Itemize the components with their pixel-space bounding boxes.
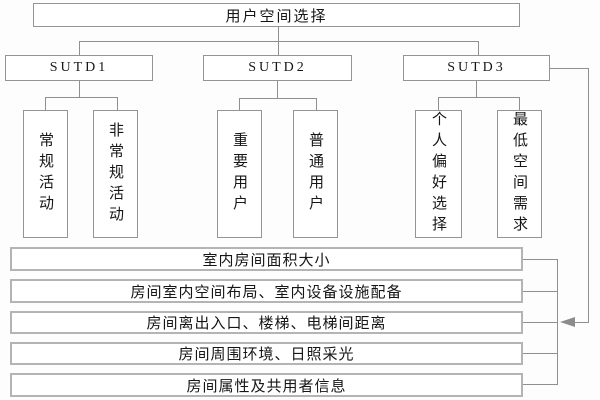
node-room-layout-facilities: 房间室内空间布局、室内设备设施配备	[10, 279, 523, 303]
connector-stub-sutd3	[478, 41, 479, 55]
connector-sutd1-branch	[45, 97, 117, 98]
connector-sutd2-child2	[316, 98, 317, 110]
connector-attr5-right	[523, 384, 558, 385]
node-regular-activities: 常规活动	[23, 110, 68, 238]
node-sutd2: SUTD2	[203, 55, 352, 81]
node-irregular-activities-label: 非常规活动	[107, 121, 125, 227]
node-user-space-selection-label: 用户空间选择	[225, 6, 328, 25]
connector-sutd1-child2	[117, 97, 118, 110]
node-room-area-label: 室内房间面积大小	[202, 250, 331, 269]
connector-stub-sutd1	[79, 41, 80, 55]
connector-sutd3-child1	[438, 97, 439, 110]
node-sutd1: SUTD1	[5, 55, 153, 81]
node-irregular-activities: 非常规活动	[93, 110, 138, 238]
node-important-users: 重要用户	[217, 110, 262, 238]
connector-attr1-right	[523, 259, 558, 260]
node-minimum-space-label: 最低空间需求	[511, 111, 529, 237]
node-sutd2-label: SUTD2	[248, 60, 307, 75]
connector-sutd2-down	[277, 81, 278, 98]
node-room-environment: 房间周围环境、日照采光	[10, 342, 523, 365]
connector-sutd2-branch	[239, 98, 316, 99]
connector-sutd2-child1	[239, 98, 240, 110]
connector-branch-top	[79, 41, 479, 42]
node-room-attributes-sharers-label: 房间属性及共用者信息	[186, 376, 347, 395]
node-room-distance: 房间离出入口、楼梯、电梯间距离	[10, 311, 523, 334]
node-ordinary-users-label: 普通用户	[307, 132, 325, 216]
connector-sutd1-child1	[45, 97, 46, 110]
node-room-attributes-sharers: 房间属性及共用者信息	[10, 373, 523, 397]
node-sutd3: SUTD3	[403, 55, 550, 81]
node-personal-preference: 个人偏好选择	[415, 110, 462, 238]
connector-attr4-right	[523, 353, 558, 354]
node-personal-preference-label: 个人偏好选择	[430, 111, 448, 237]
node-ordinary-users: 普通用户	[293, 110, 338, 238]
node-room-area: 室内房间面积大小	[10, 247, 523, 271]
node-user-space-selection: 用户空间选择	[33, 3, 520, 27]
connector-arrow-tail	[574, 322, 589, 323]
connector-right-edge-down	[588, 68, 589, 323]
connector-sutd3-child2	[519, 97, 520, 110]
connector-root-stub	[278, 27, 279, 41]
connector-attr2-right	[523, 291, 558, 292]
connector-sutd3-branch	[438, 97, 519, 98]
connector-sutd3-right-out	[550, 68, 589, 69]
node-room-environment-label: 房间周围环境、日照采光	[178, 345, 355, 363]
node-room-layout-facilities-label: 房间室内空间布局、室内设备设施配备	[130, 282, 403, 301]
connector-attr-bus	[557, 259, 558, 385]
connector-attr3-right	[523, 322, 558, 323]
node-minimum-space: 最低空间需求	[497, 110, 542, 238]
node-regular-activities-label: 常规活动	[37, 132, 55, 216]
node-sutd1-label: SUTD1	[49, 60, 109, 75]
node-room-distance-label: 房间离出入口、楼梯、电梯间距离	[146, 314, 387, 332]
node-important-users-label: 重要用户	[231, 132, 249, 216]
connector-sutd1-down	[79, 81, 80, 97]
connector-sutd3-down	[476, 81, 477, 97]
node-sutd3-label: SUTD3	[447, 60, 506, 75]
connector-stub-sutd2	[278, 41, 279, 55]
arrow-left-icon	[560, 317, 575, 327]
